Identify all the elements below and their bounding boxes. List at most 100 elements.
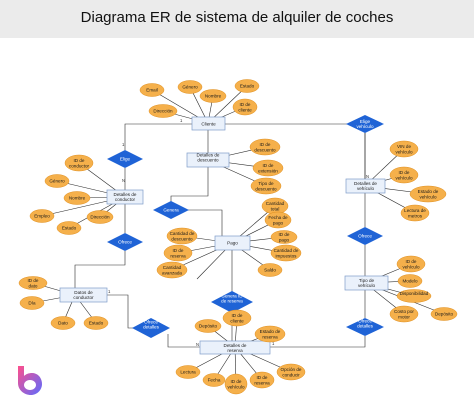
attr-pago-saldo: Saldo — [257, 263, 283, 277]
svg-text:Ofrece: Ofrece — [358, 234, 372, 239]
svg-text:Género: Género — [49, 179, 65, 184]
svg-text:Estado: Estado — [240, 84, 255, 89]
cardinality-labels: 1 1 N N 1 N 1 — [108, 118, 369, 347]
cardinality-many: N — [196, 342, 199, 347]
relationship-elige[interactable]: Elige — [107, 150, 143, 168]
svg-text:Dirección: Dirección — [90, 215, 110, 220]
svg-text:Ofrece: Ofrece — [118, 240, 132, 245]
attr-dc-nombre: Nombre — [63, 191, 91, 205]
attr-dat-estado: Estado — [83, 316, 109, 330]
svg-text:Estado: Estado — [89, 321, 104, 326]
attr-cliente-email: Email — [139, 83, 165, 97]
svg-text:Estado: Estado — [62, 226, 77, 231]
svg-text:Dirección: Dirección — [153, 109, 173, 114]
cardinality-one: 1 — [122, 142, 125, 147]
relationship-genera[interactable]: Genera — [153, 201, 189, 219]
cardinality-one: 1 — [272, 341, 275, 346]
relationship-ofrece-left[interactable]: Ofrece — [107, 233, 143, 251]
svg-text:Dato: Dato — [58, 321, 68, 326]
diagram-title: Diagrama ER de sistema de alquiler de co… — [80, 9, 394, 26]
svg-text:Lectura: Lectura — [180, 370, 196, 375]
svg-text:Saldo: Saldo — [264, 268, 276, 273]
attr-dc-empleo: Empleo — [29, 209, 55, 223]
svg-text:Depósito: Depósito — [199, 324, 218, 329]
svg-text:Depósito: Depósito — [435, 312, 454, 317]
svg-text:Elige: Elige — [120, 157, 131, 162]
attr-cliente-direccion: Dirección — [148, 104, 178, 118]
svg-text:Genera: Genera — [163, 208, 179, 213]
cardinality-many: N — [122, 178, 125, 183]
attr-cliente-genero: Género — [177, 80, 203, 94]
svg-text:Empleo: Empleo — [34, 214, 50, 219]
attr-tipo-deposito: Depósito — [430, 307, 458, 321]
svg-text:Modelo: Modelo — [402, 279, 418, 284]
attr-cliente-estado: Estado — [234, 79, 260, 93]
relationship-ofrece-right[interactable]: Ofrece — [347, 227, 383, 245]
svg-text:Género: Género — [182, 85, 198, 90]
entity-cliente[interactable]: Cliente — [191, 116, 226, 131]
svg-text:Fecha: Fecha — [208, 378, 221, 383]
connectors — [31, 85, 445, 385]
cardinality-one: 1 — [108, 289, 111, 294]
attr-dat-dato: Dato — [50, 316, 76, 330]
attr-tipo-modelo: Modelo — [397, 274, 423, 288]
entity-pago[interactable]: Pago — [214, 235, 251, 251]
svg-text:Email: Email — [146, 88, 158, 93]
svg-text:Nombre: Nombre — [205, 94, 222, 99]
svg-text:Disponibilidad: Disponibilidad — [400, 291, 429, 296]
